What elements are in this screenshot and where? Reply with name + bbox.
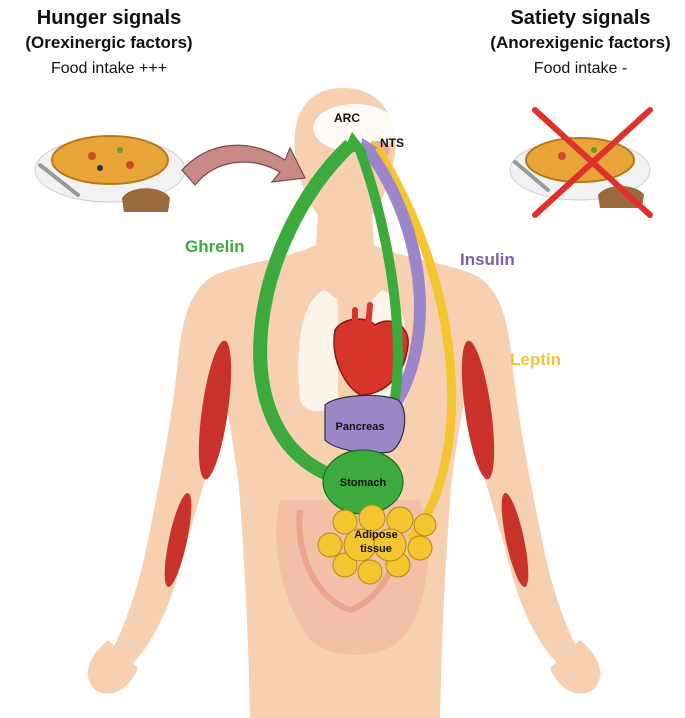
pancreas-label: Pancreas bbox=[336, 421, 385, 433]
stomach: Stomach bbox=[323, 450, 403, 514]
stomach-label: Stomach bbox=[340, 477, 387, 489]
food-to-brain-arrow bbox=[182, 145, 305, 185]
pancreas: Pancreas bbox=[325, 395, 405, 452]
nts-label: NTS bbox=[380, 136, 404, 150]
soup-bowl-icon bbox=[35, 136, 185, 212]
crossed-soup-bowl-icon bbox=[510, 110, 650, 215]
adipose-label-line2: tissue bbox=[360, 543, 392, 555]
arc-label: ARC bbox=[334, 111, 360, 125]
ghrelin-label: Ghrelin bbox=[185, 237, 245, 256]
adipose-label-line1: Adipose bbox=[354, 529, 397, 541]
leptin-label: Leptin bbox=[510, 350, 561, 369]
insulin-label: Insulin bbox=[460, 250, 515, 269]
